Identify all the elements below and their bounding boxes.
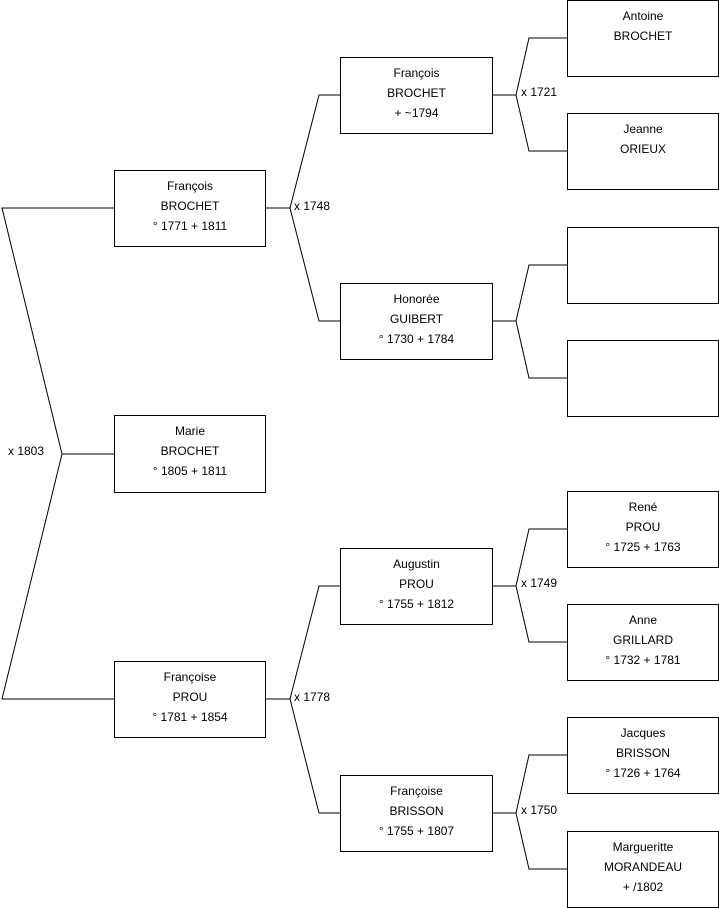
connector-pgf-up — [515, 37, 568, 96]
person-first-name: François — [166, 179, 213, 193]
person-last-name: BROCHET — [613, 29, 673, 43]
marriage-label-paternal-grandparents: x 1748 — [294, 199, 331, 213]
person-first-name: Marie — [174, 424, 205, 438]
person-dates: ° 1771 + 1811 — [152, 219, 228, 233]
connector-pgm-down — [515, 320, 568, 379]
person-first-name: Margueritte — [612, 840, 674, 854]
person-box-paternal-grandmother[interactable]: Honorée GUIBERT ° 1730 + 1784 — [340, 283, 493, 360]
person-last-name: GUIBERT — [389, 312, 444, 326]
person-first-name: Françoise — [163, 670, 217, 684]
connector-mgm-down — [515, 812, 568, 870]
person-last-name: BROCHET — [160, 199, 220, 213]
connector-root-mother — [1, 453, 115, 700]
marriage-label-maternal-grandparents: x 1778 — [294, 690, 331, 704]
connector-mother-mgf — [289, 585, 341, 700]
person-dates: ° 1805 + 1811 — [152, 464, 228, 478]
connector-mgf-down — [515, 585, 568, 643]
person-last-name: MORANDEAU — [603, 860, 682, 874]
person-box-ggm3[interactable]: Anne GRILLARD ° 1732 + 1781 — [567, 604, 719, 681]
marriage-label-parents: x 1803 — [8, 444, 45, 458]
person-box-ggm4[interactable]: Margueritte MORANDEAU + /1802 — [567, 831, 719, 908]
person-last-name: PROU — [399, 577, 434, 591]
person-first-name: François — [393, 66, 440, 80]
person-last-name: GRILLARD — [612, 633, 674, 647]
marriage-label-brisson-morandeau: x 1750 — [521, 803, 558, 817]
person-first-name: Jeanne — [623, 122, 663, 136]
person-last-name: ORIEUX — [619, 142, 666, 156]
person-box-ggm1[interactable]: Jeanne ORIEUX — [567, 113, 719, 190]
marriage-label-prou-grillard: x 1749 — [521, 576, 558, 590]
person-first-name: Anne — [628, 613, 658, 627]
person-first-name: Antoine — [622, 9, 664, 23]
person-dates: + /1802 — [622, 880, 664, 894]
person-box-root[interactable]: Marie BROCHET ° 1805 + 1811 — [114, 415, 266, 493]
person-box-ggf1[interactable]: Antoine BROCHET — [567, 0, 719, 77]
person-box-mother[interactable]: Françoise PROU ° 1781 + 1854 — [114, 661, 266, 738]
person-last-name: BROCHET — [387, 86, 446, 100]
person-last-name: BRISSON — [389, 804, 444, 818]
person-box-maternal-grandmother[interactable]: Françoise BRISSON ° 1755 + 1807 — [340, 775, 493, 852]
marriage-label-brochet-orieux: x 1721 — [521, 85, 558, 99]
person-last-name: PROU — [172, 690, 208, 704]
connector-father-pgm — [289, 207, 341, 322]
person-last-name: BRISSON — [615, 746, 670, 760]
person-dates: ° 1755 + 1807 — [378, 824, 455, 838]
connector-father-pgf — [289, 94, 341, 209]
connector-mgf-up — [515, 528, 568, 587]
person-box-ggf3[interactable]: René PROU ° 1725 + 1763 — [567, 491, 719, 568]
person-dates: + ~1794 — [394, 106, 439, 120]
person-first-name: Honorée — [393, 292, 440, 306]
person-box-paternal-grandfather[interactable]: François BROCHET + ~1794 — [340, 57, 493, 134]
person-box-ggf2[interactable] — [567, 227, 719, 304]
connector-root-father — [1, 207, 115, 455]
person-dates: ° 1755 + 1812 — [378, 597, 455, 611]
connector-pgf-down — [515, 94, 568, 152]
person-box-maternal-grandfather[interactable]: Augustin PROU ° 1755 + 1812 — [340, 548, 493, 625]
person-dates: ° 1726 + 1764 — [605, 766, 681, 780]
person-first-name: Jacques — [620, 726, 666, 740]
person-first-name: Françoise — [390, 784, 443, 798]
person-dates: ° 1730 + 1784 — [378, 332, 455, 346]
person-dates: ° 1781 + 1854 — [152, 710, 228, 724]
connector-mgm-up — [515, 754, 568, 814]
person-box-ggf4[interactable]: Jacques BRISSON ° 1726 + 1764 — [567, 717, 719, 794]
person-box-father[interactable]: François BROCHET ° 1771 + 1811 — [114, 170, 266, 247]
person-last-name: PROU — [625, 520, 661, 534]
person-dates: ° 1732 + 1781 — [605, 653, 681, 667]
person-first-name: Augustin — [393, 557, 440, 571]
person-box-ggm2[interactable] — [567, 340, 719, 417]
person-dates: ° 1725 + 1763 — [605, 540, 681, 554]
person-last-name: BROCHET — [160, 444, 220, 458]
connector-pgm-up — [515, 264, 568, 322]
person-first-name: René — [628, 500, 658, 514]
connector-mother-mgm — [289, 698, 341, 814]
